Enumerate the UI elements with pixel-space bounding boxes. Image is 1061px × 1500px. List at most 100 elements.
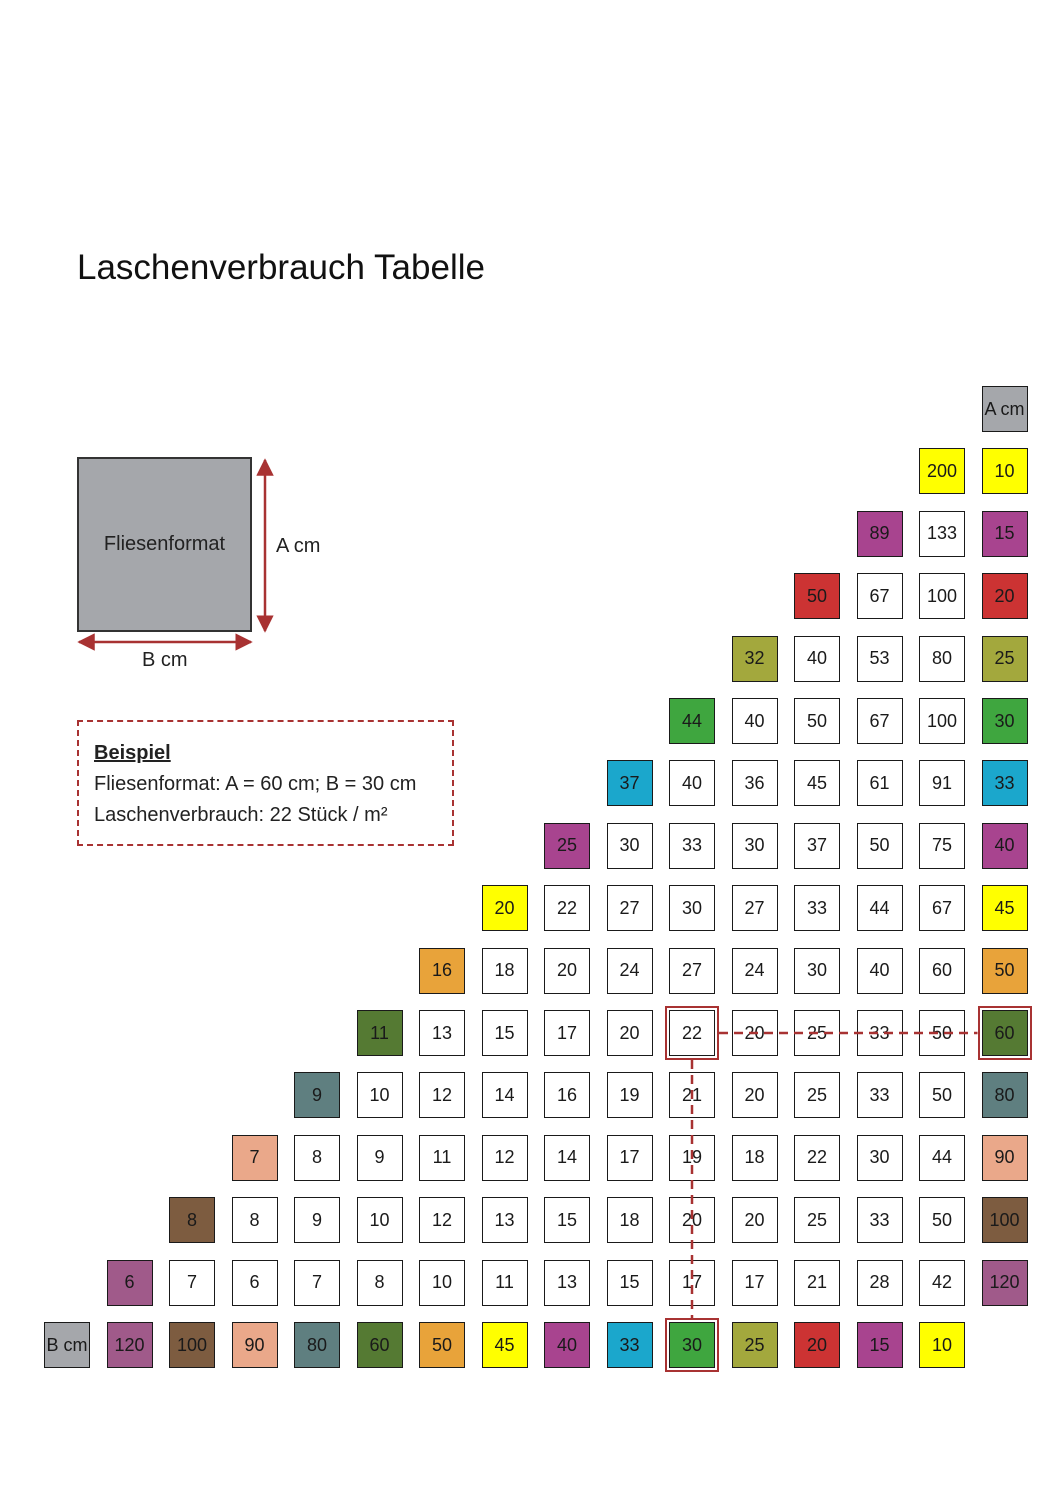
table-cell: 17 [606,1134,653,1181]
table-cell: 13 [544,1259,590,1306]
b-value-cell: 60 [356,1322,403,1368]
table-cell: 15 [606,1259,653,1306]
diagonal-cell: 25 [544,822,590,869]
b-dimension-label: B cm [142,649,188,671]
table-cell: 27 [731,885,778,932]
b-value-cell: 50 [419,1322,465,1368]
a-value-cell: 33 [981,760,1028,807]
table-cell: 13 [481,1197,528,1244]
a-cm-header: A cm [981,386,1028,432]
b-value-cell: 30 [669,1322,715,1368]
table-cell: 60 [919,947,965,994]
table-cell: 30 [606,822,653,869]
table-cell: 67 [856,698,903,744]
b-cm-header: B cm [44,1322,90,1368]
table-cell: 45 [794,760,840,807]
b-value-cell: 100 [169,1322,215,1368]
table-cell: 12 [481,1134,528,1181]
table-cell: 67 [919,885,965,932]
diagonal-cell: 16 [419,947,465,994]
a-value-cell: 15 [981,510,1028,557]
a-value-cell: 40 [981,822,1028,869]
diagonal-cell: 32 [731,635,778,682]
table-cell: 13 [419,1010,465,1056]
table-cell: 9 [356,1134,403,1181]
table-cell: 133 [919,510,965,557]
table-cell: 20 [669,1197,715,1244]
table-cell: 27 [669,947,715,994]
example-result-line: Laschenverbrauch: 22 Stück / m² [94,804,388,826]
table-cell: 100 [919,573,965,620]
diagonal-cell: 6 [106,1259,153,1306]
tile-format-diagram: Fliesenformat [77,457,252,632]
table-cell: 8 [231,1197,278,1244]
dimension-arrows [77,458,274,651]
table-cell: 8 [294,1134,340,1181]
table-cell: 40 [731,698,778,744]
table-cell: 24 [731,947,778,994]
table-cell: 91 [919,760,965,807]
example-box: Beispiel Fliesenformat: A = 60 cm; B = 3… [77,720,454,846]
table-cell: 15 [481,1010,528,1056]
table-cell: 19 [606,1072,653,1119]
table-cell: 33 [794,885,840,932]
a-value-cell: 25 [981,635,1028,682]
diagonal-cell: 37 [606,760,653,807]
diagonal-cell: 44 [669,698,715,744]
b-value-cell: 120 [106,1322,153,1368]
table-cell: 50 [856,822,903,869]
table-cell: 33 [669,822,715,869]
table-cell: 18 [606,1197,653,1244]
table-cell: 21 [669,1072,715,1119]
b-value-cell: 45 [481,1322,528,1368]
table-cell: 20 [544,947,590,994]
diagonal-cell: 9 [294,1072,340,1119]
table-cell: 27 [606,885,653,932]
table-cell: 14 [544,1134,590,1181]
table-cell: 33 [856,1010,903,1056]
table-cell: 18 [731,1134,778,1181]
table-cell: 75 [919,822,965,869]
table-cell: 33 [856,1197,903,1244]
b-value-cell: 25 [731,1322,778,1368]
table-cell: 44 [919,1134,965,1181]
table-cell: 6 [231,1259,278,1306]
a-value-cell: 120 [981,1259,1028,1306]
b-value-cell: 90 [231,1322,278,1368]
b-value-cell: 10 [919,1322,965,1368]
b-value-cell: 40 [544,1322,590,1368]
table-cell: 10 [419,1259,465,1306]
diagonal-cell: 20 [481,885,528,932]
table-cell: 40 [669,760,715,807]
table-cell: 20 [606,1010,653,1056]
table-cell: 24 [606,947,653,994]
table-cell: 20 [731,1197,778,1244]
table-cell: 8 [356,1259,403,1306]
tile-label: Fliesenformat [103,533,226,555]
diagonal-cell: 89 [856,510,903,557]
table-cell: 12 [419,1072,465,1119]
table-cell: 20 [731,1010,778,1056]
table-cell: 40 [856,947,903,994]
table-cell: 30 [669,885,715,932]
a-value-cell: 50 [981,947,1028,994]
table-cell: 80 [919,635,965,682]
table-cell: 53 [856,635,903,682]
b-value-cell: 20 [794,1322,840,1368]
page-title: Laschenverbrauch Tabelle [77,248,485,287]
a-value-cell: 45 [981,885,1028,932]
table-cell: 50 [794,698,840,744]
table-cell: 25 [794,1197,840,1244]
table-cell: 36 [731,760,778,807]
example-format-line: Fliesenformat: A = 60 cm; B = 30 cm [94,773,417,795]
diagonal-cell: 7 [231,1134,278,1181]
table-cell: 42 [919,1259,965,1306]
table-cell: 30 [731,822,778,869]
table-cell: 25 [794,1010,840,1056]
table-cell: 14 [481,1072,528,1119]
table-cell: 17 [731,1259,778,1306]
diagonal-cell: 50 [794,573,840,620]
table-cell: 15 [544,1197,590,1244]
table-cell: 17 [544,1010,590,1056]
